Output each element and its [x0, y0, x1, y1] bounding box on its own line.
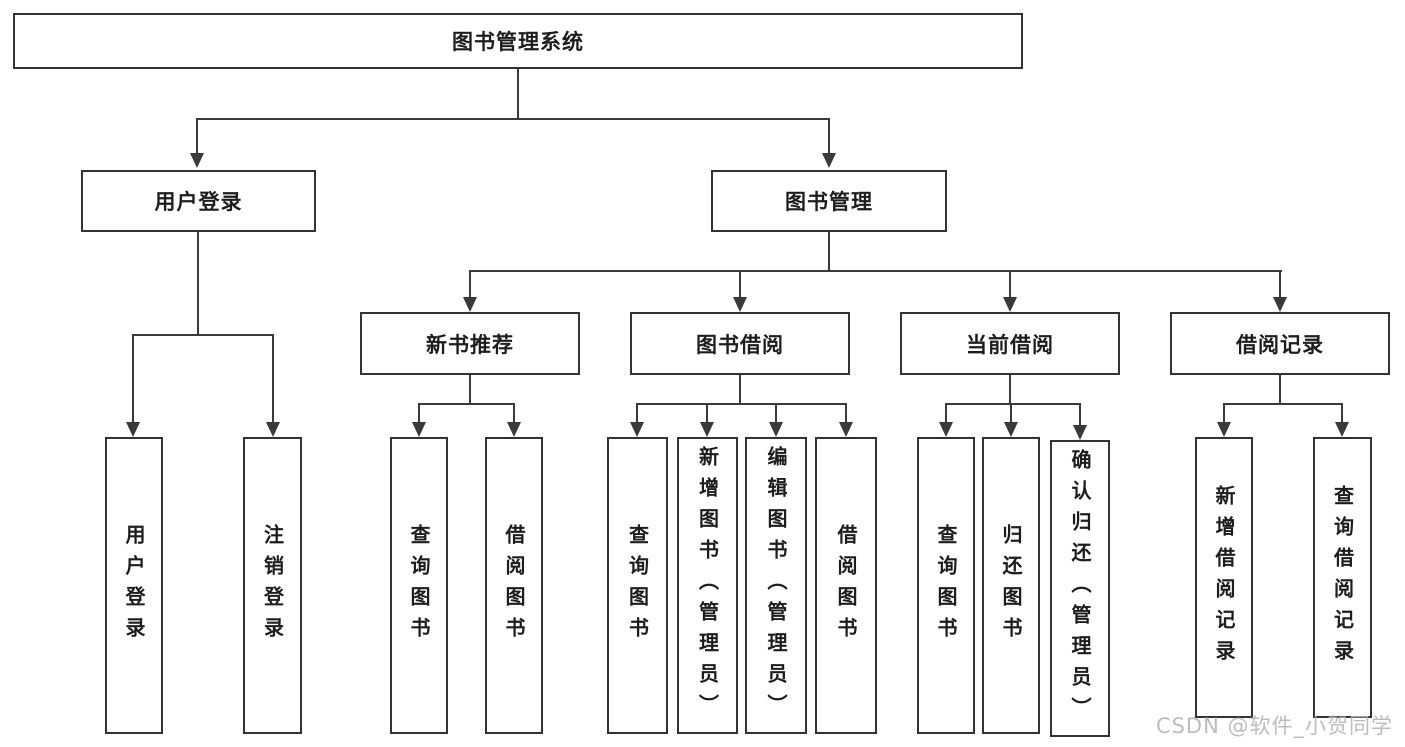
- leaf-confirm-return-admin: 确认归还（管理员）: [1050, 440, 1110, 737]
- connector-vline: [739, 270, 741, 298]
- node-new-book-recommend: 新书推荐: [360, 312, 580, 375]
- node-label: 归还图书: [999, 523, 1023, 648]
- arrow-down-icon: [733, 297, 747, 312]
- connector-vline: [1079, 403, 1081, 427]
- node-book-management: 图书管理: [711, 170, 947, 232]
- node-label: 借阅记录: [1236, 332, 1324, 357]
- connector-hline: [196, 118, 830, 120]
- arrow-down-icon: [1003, 297, 1017, 312]
- node-label: 查询图书: [625, 523, 650, 648]
- node-label: 注销登录: [260, 523, 285, 648]
- leaf-edit-books-admin: 编辑图书（管理员）: [745, 437, 807, 734]
- node-label: 编辑图书（管理员）: [764, 446, 788, 725]
- connector-hline: [469, 270, 1282, 272]
- arrow-down-icon: [822, 153, 836, 168]
- arrow-down-icon: [266, 422, 280, 437]
- node-user-login: 用户登录: [81, 170, 316, 232]
- node-label: 确认归还（管理员）: [1068, 449, 1092, 728]
- connector-vline: [1341, 403, 1343, 424]
- connector-vline: [636, 403, 638, 424]
- leaf-user-login: 用户登录: [105, 437, 163, 734]
- node-label: 新增图书（管理员）: [695, 446, 720, 725]
- node-label: 当前借阅: [966, 332, 1054, 357]
- connector-vline: [828, 118, 830, 154]
- arrow-down-icon: [190, 153, 204, 168]
- connector-vline: [517, 69, 519, 118]
- leaf-add-borrow-record: 新增借阅记录: [1195, 437, 1253, 718]
- connector-vline: [1223, 403, 1225, 424]
- node-label: 新增借阅记录: [1212, 484, 1236, 671]
- node-label: 用户登录: [122, 523, 146, 648]
- node-label: 新书推荐: [426, 332, 514, 357]
- leaf-logout: 注销登录: [243, 437, 302, 734]
- arrow-down-icon: [939, 422, 953, 437]
- node-borrow-records: 借阅记录: [1170, 312, 1390, 375]
- connector-vline: [418, 403, 420, 424]
- arrow-down-icon: [839, 422, 853, 437]
- connector-hline: [945, 403, 1081, 405]
- connector-vline: [132, 334, 134, 423]
- node-library-system: 图书管理系统: [13, 13, 1023, 69]
- arrow-down-icon: [1273, 297, 1287, 312]
- leaf-borrow-books-1: 借阅图书: [485, 437, 543, 734]
- arrow-down-icon: [769, 422, 783, 437]
- node-label: 查询图书: [407, 523, 431, 648]
- connector-vline: [1010, 403, 1012, 424]
- node-label: 借阅图书: [502, 523, 526, 648]
- arrow-down-icon: [630, 422, 644, 437]
- leaf-return-books: 归还图书: [982, 437, 1040, 734]
- connector-vline: [513, 403, 515, 424]
- connector-vline: [1009, 270, 1011, 298]
- connector-vline: [945, 403, 947, 424]
- node-label: 查询借阅记录: [1330, 484, 1355, 671]
- connector-hline: [1223, 403, 1343, 405]
- connector-vline: [706, 403, 708, 424]
- leaf-query-books-1: 查询图书: [390, 437, 448, 734]
- leaf-borrow-books-2: 借阅图书: [815, 437, 877, 734]
- connector-hline: [418, 403, 515, 405]
- csdn-watermark: CSDN @软件_小贺同学: [1155, 714, 1393, 738]
- node-label: 图书管理: [785, 190, 873, 214]
- arrow-down-icon: [126, 422, 140, 437]
- arrow-down-icon: [1073, 425, 1087, 440]
- connector-vline: [828, 232, 830, 272]
- node-current-borrowing: 当前借阅: [900, 312, 1120, 375]
- arrow-down-icon: [507, 422, 521, 437]
- node-label: 图书借阅: [696, 332, 784, 357]
- node-label: 借阅图书: [834, 523, 858, 648]
- connector-vline: [1009, 375, 1011, 405]
- arrow-down-icon: [1335, 422, 1349, 437]
- connector-hline: [636, 403, 847, 405]
- leaf-query-books-2: 查询图书: [607, 437, 668, 734]
- connector-vline: [845, 403, 847, 424]
- connector-vline: [469, 375, 471, 405]
- connector-vline: [197, 232, 199, 335]
- connector-vline: [469, 270, 471, 298]
- connector-vline: [196, 118, 198, 154]
- connector-vline: [1279, 375, 1281, 405]
- leaf-query-books-3: 查询图书: [917, 437, 975, 734]
- node-label: 图书管理系统: [452, 30, 584, 54]
- leaf-add-books-admin: 新增图书（管理员）: [677, 437, 738, 734]
- connector-vline: [1279, 270, 1281, 298]
- arrow-down-icon: [1004, 422, 1018, 437]
- node-book-borrowing: 图书借阅: [630, 312, 850, 375]
- connector-vline: [272, 334, 274, 423]
- node-label: 用户登录: [154, 190, 243, 214]
- leaf-query-borrow-record: 查询借阅记录: [1313, 437, 1372, 718]
- connector-hline: [132, 334, 274, 336]
- arrow-down-icon: [700, 422, 714, 437]
- connector-vline: [739, 375, 741, 405]
- arrow-down-icon: [412, 422, 426, 437]
- connector-vline: [775, 403, 777, 424]
- arrow-down-icon: [1217, 422, 1231, 437]
- arrow-down-icon: [463, 297, 477, 312]
- node-label: 查询图书: [934, 523, 958, 648]
